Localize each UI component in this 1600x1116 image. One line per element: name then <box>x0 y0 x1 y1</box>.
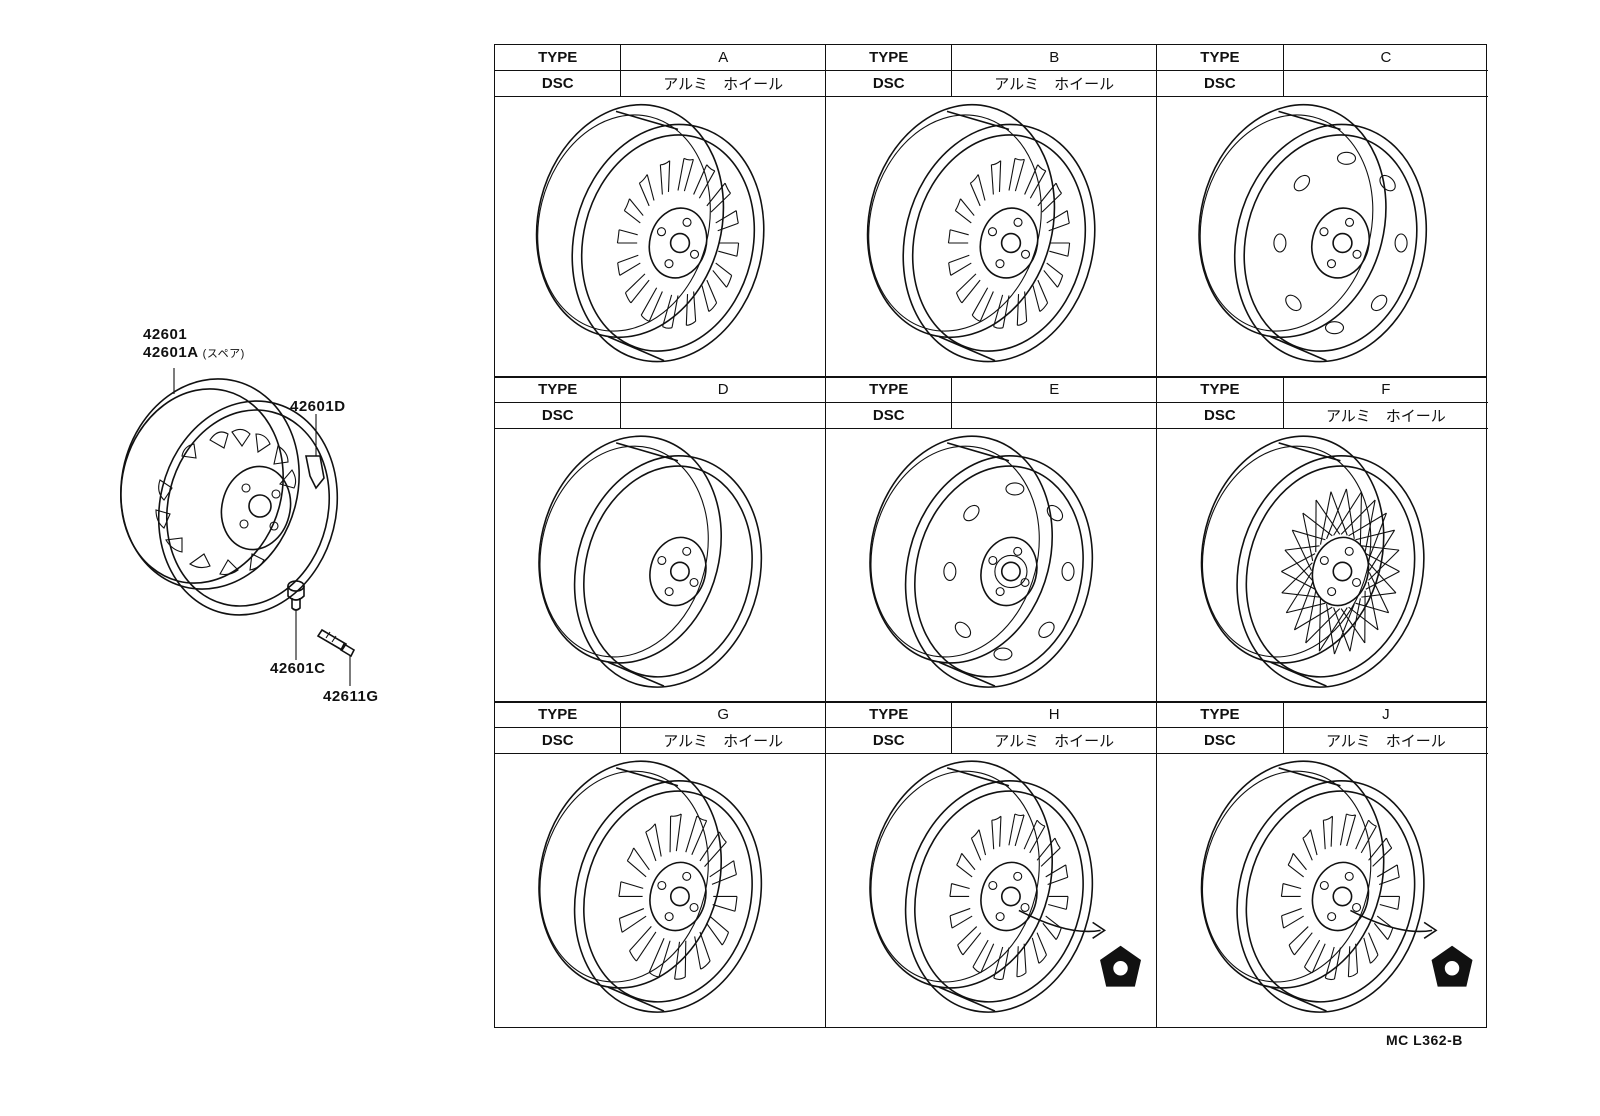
type-label: TYPE <box>495 377 622 402</box>
wheel-type-card-b: TYPE B DSC アルミ ホイール <box>826 45 1157 377</box>
wheel-row-1: TYPE A DSC アルミ ホイール TYPE B DSC アルミ ホイール TYPE… <box>494 44 1488 378</box>
wheel-type-card-f: TYPE F DSC アルミ ホイール <box>1157 377 1488 702</box>
dsc-value <box>952 403 1156 428</box>
type-code: G <box>717 706 730 723</box>
exploded-view <box>120 368 356 686</box>
dsc-label: DSC <box>495 728 622 753</box>
type-code: E <box>1049 381 1060 398</box>
part-number-balance-weight: 42601D <box>290 398 346 415</box>
wheel-type-card-h: TYPE H DSC アルミ ホイール <box>826 702 1157 1027</box>
wheel-type-card-e: TYPE E DSC <box>826 377 1157 702</box>
wheel-illustration-f <box>1157 429 1488 702</box>
wheel-illustration-b <box>826 97 1156 377</box>
type-label: TYPE <box>826 702 953 727</box>
part-number-valve: 42611G <box>323 688 379 705</box>
diagram-reference-code: MC L362-B <box>1386 1032 1463 1048</box>
type-code: D <box>717 381 729 398</box>
part-number-wheel-spare: 42601A (スペア) <box>143 344 245 361</box>
wheel-illustration-d <box>495 429 825 702</box>
wheel-illustration-g <box>495 754 825 1027</box>
spare-note: (スペア) <box>202 348 245 360</box>
part-number-hub-nut: 42601C <box>270 660 326 677</box>
dsc-value: アルミ ホイール <box>663 76 784 93</box>
wheel-type-card-j: TYPE J DSC アルミ ホイール <box>1157 702 1488 1027</box>
dsc-label: DSC <box>495 71 622 96</box>
type-label: TYPE <box>1157 45 1284 70</box>
type-code: C <box>1380 49 1392 66</box>
dsc-value: アルミ ホイール <box>1325 408 1446 425</box>
wheel-illustration-h <box>826 754 1156 1027</box>
wheel-type-card-g: TYPE G DSC アルミ ホイール <box>495 702 826 1027</box>
dsc-label: DSC <box>495 403 622 428</box>
wheel-type-card-c: TYPE C DSC <box>1157 45 1488 377</box>
type-label: TYPE <box>495 702 622 727</box>
type-code: H <box>1048 706 1060 723</box>
dsc-label: DSC <box>1157 403 1284 428</box>
balance-weight-icon <box>305 455 325 490</box>
dsc-value: アルミ ホイール <box>663 733 784 750</box>
type-code: J <box>1382 706 1390 723</box>
type-code: A <box>718 49 729 66</box>
type-label: TYPE <box>826 377 953 402</box>
type-label: TYPE <box>1157 702 1284 727</box>
wheel-type-card-a: TYPE A DSC アルミ ホイール <box>495 45 826 377</box>
dsc-label: DSC <box>826 728 953 753</box>
valve-icon <box>316 628 356 658</box>
dsc-value: アルミ ホイール <box>994 76 1115 93</box>
part-number-wheel: 42601 <box>143 326 188 343</box>
wheel-type-card-d: TYPE D DSC <box>495 377 826 702</box>
wheel-row-2: TYPE D DSC TYPE E DSC TYPE F DSC アルミ ホイール <box>494 376 1488 703</box>
wheel-illustration-j <box>1157 754 1488 1027</box>
type-label: TYPE <box>495 45 622 70</box>
dsc-label: DSC <box>826 71 953 96</box>
dsc-label: DSC <box>1157 71 1284 96</box>
type-code: B <box>1049 49 1060 66</box>
dsc-value: アルミ ホイール <box>1325 733 1446 750</box>
wheel-illustration-c <box>1157 97 1488 377</box>
dsc-value: アルミ ホイール <box>994 733 1115 750</box>
wheel-illustration-a <box>495 97 825 377</box>
type-label: TYPE <box>826 45 953 70</box>
dsc-value <box>621 403 825 428</box>
wheel-slots <box>155 428 297 576</box>
dsc-label: DSC <box>1157 728 1284 753</box>
wheel-row-3: TYPE G DSC アルミ ホイール TYPE H DSC アルミ ホイール TYPE… <box>494 701 1488 1028</box>
type-code: F <box>1381 381 1391 398</box>
type-label: TYPE <box>1157 377 1284 402</box>
dsc-value <box>1284 71 1488 96</box>
wheel-illustration-e <box>826 429 1156 702</box>
dsc-label: DSC <box>826 403 953 428</box>
